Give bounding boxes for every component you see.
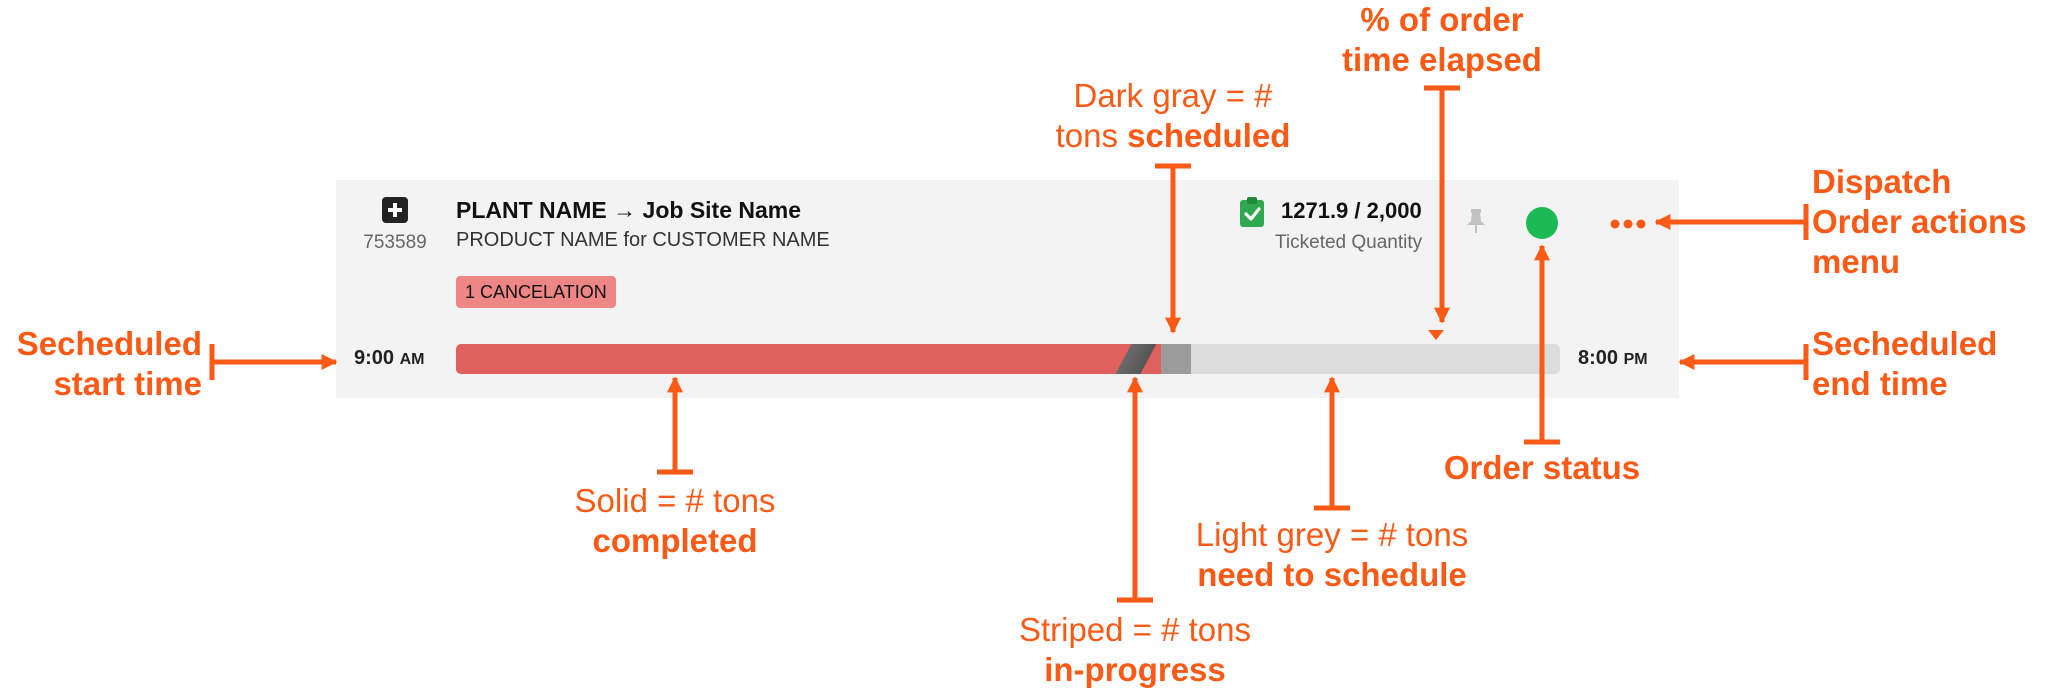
order-status-indicator (1526, 207, 1558, 239)
annotation-start-time: Secheduled start time (16, 325, 202, 402)
start-time-ampm: AM (399, 351, 425, 368)
progress-completed-segment (456, 344, 1111, 374)
order-id: 753589 (363, 232, 427, 253)
ticketed-quantity-label: Ticketed Quantity (1275, 232, 1423, 253)
start-time-value: 9:00 (354, 347, 395, 369)
annotation-end-time: Secheduled end time (1812, 325, 1998, 402)
scheduled-start-time: 9:00 AM (354, 347, 424, 370)
annotation-actions-menu: Dispatch Order actions menu (1812, 163, 2027, 280)
order-progress-bar (456, 344, 1560, 374)
annotation-elapsed: % of order time elapsed (1342, 1, 1542, 78)
scheduled-end-time: 8:00 PM (1578, 347, 1648, 370)
annotation-need-schedule: Light grey = # tons need to schedule (1195, 516, 1469, 593)
cancelation-badge: 1 CANCELATION (456, 276, 616, 308)
ticketed-quantity-value: 1271.9 / 2,000 (1281, 198, 1422, 223)
annotation-scheduled: Dark gray = # tons scheduled (1055, 77, 1291, 154)
plus-square-icon[interactable] (382, 197, 408, 223)
order-title[interactable]: PLANT NAME → Job Site Name (456, 197, 802, 223)
progress-scheduled-segment (1161, 344, 1192, 374)
annotation-order-status: Order status (1443, 449, 1641, 486)
annotation-in-progress: Striped = # tons in-progress (1018, 611, 1252, 688)
pin-icon[interactable] (1464, 207, 1488, 235)
end-time-value: 8:00 (1578, 347, 1619, 369)
more-horizontal-icon[interactable] (1610, 219, 1646, 229)
progress-in-progress-segment (1110, 344, 1162, 374)
annotation-completed: Solid = # tons completed (574, 482, 776, 559)
end-time-ampm: PM (1623, 351, 1648, 368)
order-subtitle: PRODUCT NAME for CUSTOMER NAME (456, 229, 830, 251)
clipboard-check-icon (1240, 197, 1264, 227)
time-elapsed-marker (1428, 330, 1445, 340)
